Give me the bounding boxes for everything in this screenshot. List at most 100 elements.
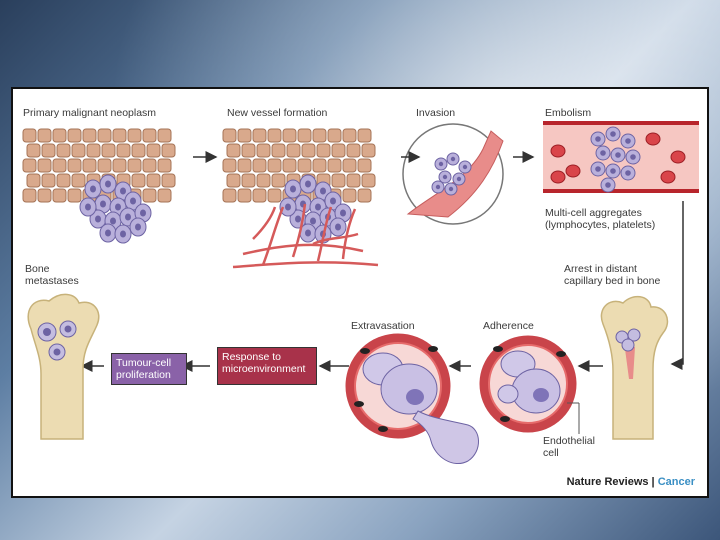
tissue-cell xyxy=(142,188,157,203)
tissue-cell xyxy=(22,128,37,143)
tissue-cell xyxy=(52,188,67,203)
tissue-cell xyxy=(267,188,282,203)
tissue-cell xyxy=(286,143,301,158)
tissue-cell xyxy=(37,188,52,203)
invading-cell-nucleus xyxy=(438,161,444,167)
capillary-arrest-illustration xyxy=(600,295,669,440)
tumour-cell-nucleus xyxy=(290,185,296,193)
label-new-vessel: New vessel formation xyxy=(227,107,328,119)
tissue-cell xyxy=(357,128,372,143)
red-blood-cell xyxy=(660,170,676,184)
tissue-cell xyxy=(41,143,56,158)
tumour-cell-nucleus xyxy=(100,200,106,208)
tissue-cell xyxy=(146,143,161,158)
label-bone-metastases: Bone metastases xyxy=(25,263,79,287)
tissue-cell xyxy=(41,173,56,188)
tumour-cell-nucleus xyxy=(90,185,96,193)
invading-cell-nucleus xyxy=(435,184,441,190)
tumour-cell-nucleus xyxy=(115,203,121,211)
primary-neoplasm-illustration xyxy=(22,128,176,244)
label-multicell-aggregates: Multi-cell aggregates (lymphocytes, plat… xyxy=(545,207,656,231)
tissue-cell xyxy=(56,173,71,188)
tissue-cell xyxy=(342,158,357,173)
label-adherence: Adherence xyxy=(483,320,534,332)
tumour-cell-nucleus xyxy=(105,229,111,237)
tumour-cell-nucleus xyxy=(85,203,91,211)
new-vessel-illustration xyxy=(222,128,379,269)
tissue-cell xyxy=(297,128,312,143)
tumour-cell-nucleus xyxy=(320,187,326,195)
tissue-cell xyxy=(86,143,101,158)
tissue-cell xyxy=(116,143,131,158)
embolus-cell-nucleus xyxy=(610,168,616,174)
embolus-cell-nucleus xyxy=(630,154,636,160)
tissue-cell xyxy=(112,158,127,173)
tissue-cell xyxy=(142,158,157,173)
tissue-cell xyxy=(327,128,342,143)
tissue-cell xyxy=(252,188,267,203)
tissue-cell xyxy=(342,128,357,143)
credit-section: Cancer xyxy=(657,476,695,488)
embolus-cell-nucleus xyxy=(605,182,611,188)
tissue-cell xyxy=(222,158,237,173)
red-blood-cell xyxy=(550,170,566,184)
embolus-cell-nucleus xyxy=(600,150,606,156)
tissue-cell xyxy=(346,143,361,158)
tissue-cell xyxy=(101,143,116,158)
tumour-cell-nucleus xyxy=(330,197,336,205)
tissue-cell xyxy=(222,188,237,203)
tissue-cell xyxy=(37,158,52,173)
invading-cell-nucleus xyxy=(448,186,454,192)
tissue-cell xyxy=(157,188,172,203)
tissue-cell xyxy=(67,128,82,143)
credit-journal: Nature Reviews xyxy=(566,476,649,488)
credit-separator: | xyxy=(648,476,658,488)
tumour-proliferation-box: Tumour-cell proliferation xyxy=(111,353,187,385)
tissue-cell xyxy=(312,128,327,143)
tissue-cell xyxy=(56,143,71,158)
tissue-cell xyxy=(241,143,256,158)
tissue-cell xyxy=(252,128,267,143)
tumour-cell-nucleus xyxy=(315,203,321,211)
invading-cell-nucleus xyxy=(442,174,448,180)
tissue-cell xyxy=(67,158,82,173)
tissue-cell xyxy=(131,143,146,158)
tissue-cell xyxy=(52,158,67,173)
tissue-cell xyxy=(82,128,97,143)
tumour-cell-nucleus xyxy=(140,209,146,217)
tissue-cell xyxy=(226,143,241,158)
embolus-cell-nucleus xyxy=(625,138,631,144)
diagram-panel: Primary malignant neoplasm New vessel fo… xyxy=(11,87,709,498)
embolus-cell-nucleus xyxy=(595,136,601,142)
tissue-cell xyxy=(71,143,86,158)
label-embolism: Embolism xyxy=(545,107,592,119)
tissue-cell xyxy=(157,128,172,143)
embolus-cell-nucleus xyxy=(595,166,601,172)
label-primary-neoplasm: Primary malignant neoplasm xyxy=(23,107,157,119)
tumour-cell-nucleus xyxy=(305,229,311,237)
tissue-cell xyxy=(67,188,82,203)
invading-cell-nucleus xyxy=(456,176,462,182)
tumour-cell-nucleus xyxy=(310,217,316,225)
tumour-cell-nucleus xyxy=(120,187,126,195)
bone-metastases-illustration xyxy=(27,293,100,440)
tissue-cell xyxy=(161,173,176,188)
tissue-cell xyxy=(361,173,376,188)
tissue-cell xyxy=(357,158,372,173)
red-blood-cell xyxy=(645,132,661,146)
tissue-cell xyxy=(256,143,271,158)
tissue-cell xyxy=(226,173,241,188)
tissue-cell xyxy=(26,173,41,188)
tissue-cell xyxy=(237,188,252,203)
tissue-cell xyxy=(252,158,267,173)
red-blood-cell xyxy=(550,144,566,158)
tissue-cell xyxy=(52,128,67,143)
invading-cell-nucleus xyxy=(462,164,468,170)
red-blood-cell xyxy=(670,150,686,164)
tumour-cell-nucleus xyxy=(135,223,141,231)
embolus-cell-nucleus xyxy=(625,170,631,176)
tissue-cell xyxy=(361,143,376,158)
tissue-cell xyxy=(237,158,252,173)
invading-cell-nucleus xyxy=(450,156,456,162)
tumour-cell-nucleus xyxy=(110,217,116,225)
